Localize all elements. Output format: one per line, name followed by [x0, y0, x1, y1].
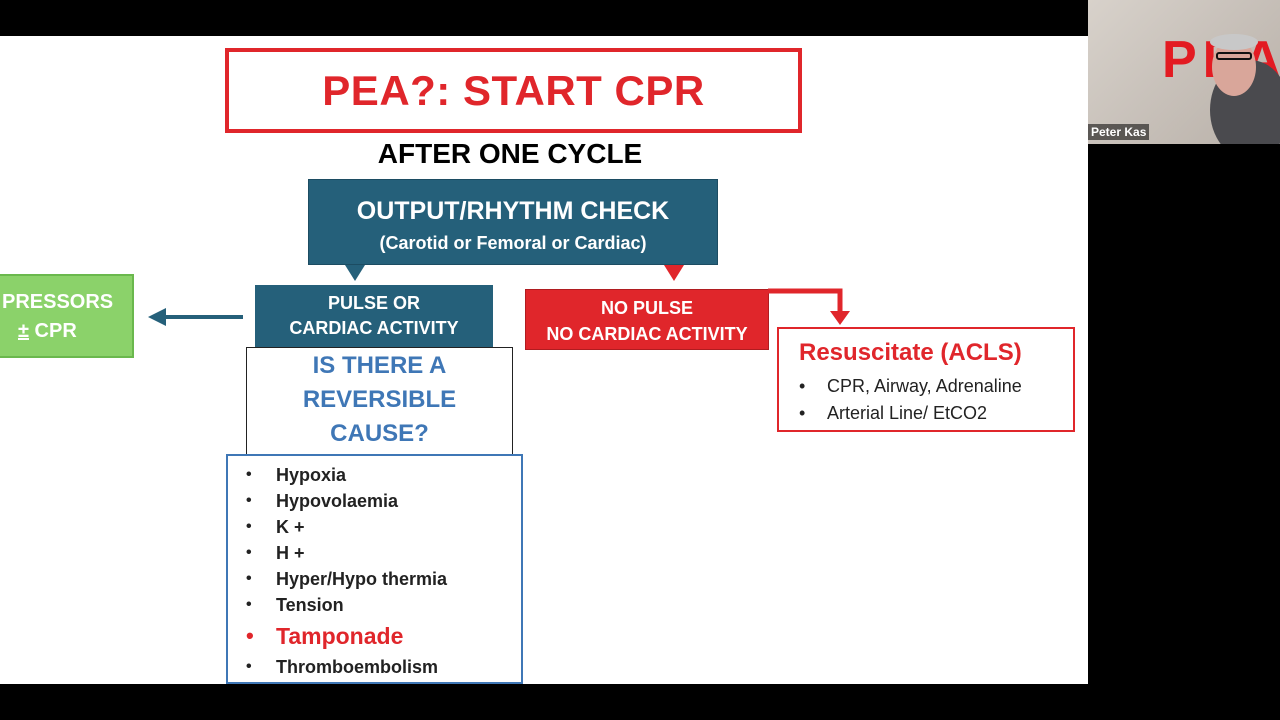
pulse-line1: PULSE OR — [327, 293, 420, 313]
no-pulse-box: NO PULSE NO CARDIAC ACTIVITY — [525, 289, 769, 350]
check-title: OUTPUT/RHYTHM CHECK — [356, 197, 670, 225]
reversible-line2: REVERSIBLE — [302, 386, 457, 413]
cause-item-highlighted: Tamponade — [246, 618, 521, 654]
acls-item: CPR, Airway, Adrenaline — [799, 373, 1073, 400]
acls-item: Arterial Line/ EtCO2 — [799, 400, 1073, 427]
pulse-box: PULSE OR CARDIAC ACTIVITY — [255, 285, 493, 347]
cause-item: Hyper/Hypo thermia — [246, 566, 521, 592]
output-rhythm-check-box: OUTPUT/RHYTHM CHECK (Carotid or Femoral … — [308, 179, 718, 265]
reversible-line3: CAUSE? — [330, 420, 429, 447]
plus-minus-symbol: ± — [18, 320, 29, 342]
no-pulse-line2: NO CARDIAC ACTIVITY — [546, 324, 748, 344]
causes-list-box: Hypoxia Hypovolaemia K + H + Hyper/Hypo … — [226, 454, 523, 684]
pressors-line1: PRESSORS — [2, 291, 114, 313]
pressors-line2: ± CPR — [2, 317, 132, 346]
cause-item: K + — [246, 514, 521, 540]
participant-name: Peter Kas — [1088, 124, 1150, 140]
acls-box: Resuscitate (ACLS) CPR, Airway, Adrenali… — [777, 327, 1075, 432]
pulse-line2: CARDIAC ACTIVITY — [289, 318, 459, 338]
title-box: PEA?: START CPR — [225, 48, 802, 133]
cause-item: H + — [246, 540, 521, 566]
cause-item: Hypovolaemia — [246, 488, 521, 514]
reversible-cause-box: IS THERE A REVERSIBLE CAUSE? — [246, 347, 513, 457]
down-arrowhead-red-icon — [664, 265, 684, 281]
check-subtitle: (Carotid or Femoral or Cardiac) — [379, 233, 647, 253]
pressors-box: PRESSORS ± CPR — [0, 274, 134, 358]
right-down-arrow-icon — [768, 288, 850, 325]
person-hair — [1210, 34, 1258, 50]
slide-subtitle: AFTER ONE CYCLE — [377, 138, 643, 169]
down-arrowhead-blue-icon — [345, 265, 365, 281]
causes-list: Hypoxia Hypovolaemia K + H + Hyper/Hypo … — [246, 462, 521, 680]
slide-title: PEA?: START CPR — [322, 66, 705, 114]
pressors-cpr: CPR — [34, 320, 77, 342]
left-arrow-icon — [148, 308, 243, 326]
participant-video-tile[interactable]: PEA Peter Kas — [1088, 0, 1280, 144]
cause-item: Thromboembolism — [246, 654, 521, 680]
acls-list: CPR, Airway, Adrenaline Arterial Line/ E… — [799, 373, 1073, 427]
glasses-icon — [1216, 52, 1252, 60]
no-pulse-line1: NO PULSE — [600, 298, 693, 318]
reversible-line1: IS THERE A — [312, 352, 447, 379]
cause-item: Hypoxia — [246, 462, 521, 488]
acls-title: Resuscitate (ACLS) — [799, 339, 1022, 366]
presentation-slide: PEA?: START CPR AFTER ONE CYCLE OUTPUT/R… — [0, 36, 1088, 684]
cause-item: Tension — [246, 592, 521, 618]
